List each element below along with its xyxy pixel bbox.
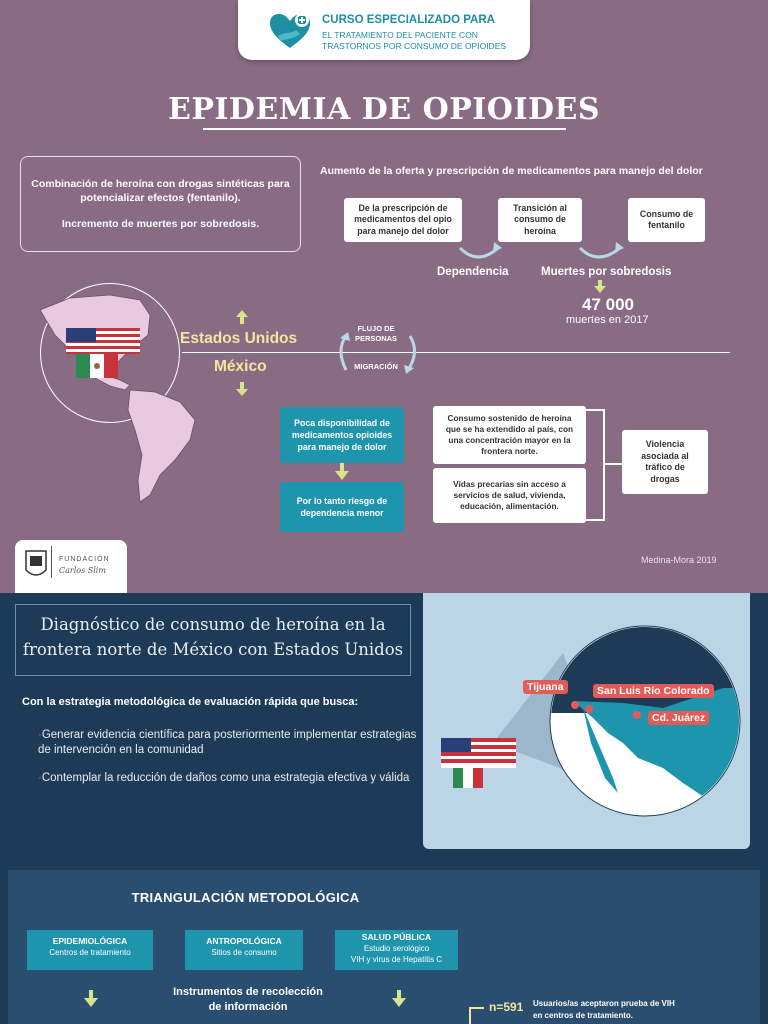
label-dependencia: Dependencia [437, 266, 509, 278]
title-underline [203, 128, 566, 130]
diagnosis-title: Diagnóstico de consumo de heroína en la … [22, 615, 404, 659]
n-value: n=591 [489, 1000, 524, 1014]
border-map-panel: Tijuana San Luis Río Colorado Cd. Juárez [423, 593, 750, 849]
tri-box-epidemiological: EPIDEMIOLÓGICA Centros de tratamiento [27, 930, 153, 970]
mexico-box-availability: Poca disponibilidad de medicamentos opio… [280, 407, 404, 463]
down-arrow-icon [335, 463, 349, 480]
n-description-line-2: en centros de tratamiento. [533, 1011, 634, 1020]
credit-text: Medina-Mora 2019 [641, 555, 717, 565]
tri-box-head: ANTROPOLÓGICA [206, 936, 282, 946]
down-arrow-icon [236, 382, 248, 396]
bullet-dot: · [38, 772, 42, 784]
map-pin-icon [571, 701, 641, 719]
up-arrow-icon [236, 310, 248, 324]
carlos-slim-label: Carlos Slim [59, 566, 106, 575]
violence-box: Violencia asociada al tráfico de drogas [622, 430, 708, 494]
precarious-lives-box: Vidas precarias sin acceso a servicios d… [433, 468, 586, 523]
triangulation-title: TRIANGULACIÓN METODOLÓGICA [131, 890, 360, 905]
down-arrow-icon [392, 990, 406, 1007]
bullet-harm-reduction: ·Contemplar la reducción de daños como u… [38, 771, 418, 786]
badge-line-2: EL TRATAMIENTO DEL PACIENTE CON [322, 30, 478, 40]
tri-box-sub-2: VIH y virus de Hepatitis C [350, 955, 443, 964]
n-description-line-1: Usuarios/as aceptaron prueba de VIH [533, 999, 675, 1008]
us-flag [66, 328, 140, 354]
americas-globe [40, 283, 180, 423]
small-flag-map [441, 738, 516, 788]
fundacion-label: FUNDACIÓN [59, 556, 110, 563]
pin-juarez: Cd. Juárez [648, 711, 710, 725]
mexico-box-risk-text: Por lo tanto riesgo de dependencia menor [296, 496, 388, 518]
tri-box-sub: Sitios de consumo [211, 948, 277, 957]
badge-line-3: TRASTORNOS POR CONSUMO DE OPIOIDES [322, 41, 507, 51]
flow-people-label: FLUJO DE PERSONAS [354, 324, 398, 343]
badge-line-1: CURSO ESPECIALIZADO PARA [322, 14, 495, 26]
heroin-consumption-text: Consumo sostenido de heroína que se ha e… [445, 413, 574, 456]
label-muertes: Muertes por sobredosis [541, 266, 672, 278]
flow-box-heroin-text: Transición al consumo de heroína [513, 202, 567, 236]
bullet-harm-text: Contemplar la reducción de daños como un… [41, 772, 410, 784]
heroin-consumption-box: Consumo sostenido de heroína que se ha e… [433, 406, 586, 464]
flow-box-heroin: Transición al consumo de heroína [498, 198, 582, 242]
precarious-lives-text: Vidas precarias sin acceso a servicios d… [453, 479, 566, 511]
violence-text: Violencia asociada al tráfico de drogas [641, 439, 689, 484]
deaths-number: 47 000 [582, 295, 634, 314]
tri-box-head: SALUD PÚBLICA [361, 932, 432, 942]
flow-box-fentanyl-text: Consumo de fentanilo [639, 208, 694, 231]
logo-box: FUNDACIÓN Carlos Slim [15, 540, 127, 593]
pin-san-luis: San Luis Río Colorado [593, 684, 714, 698]
cycle-arrows-icon [339, 332, 416, 374]
connector-line [469, 1007, 484, 1024]
tri-box-sub: Estudio serológico [363, 944, 430, 953]
supply-title: Aumento de la oferta y prescripción de m… [320, 165, 703, 177]
heart-cross-icon [270, 13, 310, 48]
unam-shield-icon [25, 550, 47, 576]
border-map [441, 625, 741, 817]
mexico-box-risk: Por lo tanto riesgo de dependencia menor [280, 482, 404, 532]
strategy-lead: Con la estrategia metodológica de evalua… [22, 696, 359, 708]
bullet-evidence: ·Generar evidencia científica para poste… [38, 728, 418, 758]
bracket-icon [586, 409, 624, 521]
instruments-label: Instrumentos de recolección de informaci… [173, 986, 323, 1013]
down-arrow-icon [84, 990, 98, 1007]
tri-box-head: EPIDEMIOLÓGICA [52, 936, 128, 946]
mexico-box-availability-text: Poca disponibilidad de medicamentos opio… [291, 418, 393, 452]
tri-box-anthropological: ANTROPOLÓGICA Sitios de consumo [185, 930, 303, 970]
bullet-evidence-text: Generar evidencia científica para poster… [38, 729, 417, 756]
n-description: Usuarios/as aceptaron prueba de VIH en c… [533, 998, 675, 1022]
overdose-increase-text: Incremento de muertes por sobredosis. [61, 218, 260, 230]
border-line [182, 352, 730, 353]
combination-box: Combinación de heroína con drogas sintét… [20, 156, 301, 252]
page-title: EPIDEMIA DE OPIOIDES [167, 92, 601, 127]
flow-arrows-icon [458, 242, 624, 259]
opioid-epidemic-section: CURSO ESPECIALIZADO PARA EL TRATAMIENTO … [0, 0, 768, 593]
tri-box-public-health: SALUD PÚBLICA Estudio serológico VIH y v… [335, 930, 458, 970]
combination-text: Combinación de heroína con drogas sintét… [31, 178, 290, 204]
flow-box-prescription: De la prescripción de medicamentos del o… [344, 198, 462, 242]
migration-label: MIGRACIÓN [354, 362, 398, 371]
mexico-flag [76, 354, 118, 378]
americas-map [39, 294, 196, 503]
country-us: Estados Unidos [180, 330, 298, 347]
tri-box-sub: Centros de tratamiento [49, 948, 131, 957]
country-mexico: México [214, 358, 267, 375]
flow-box-prescription-text: De la prescripción de medicamentos del o… [354, 202, 452, 236]
pin-tijuana: Tijuana [523, 680, 568, 694]
flow-box-fentanyl: Consumo de fentanilo [628, 198, 705, 242]
course-badge: CURSO ESPECIALIZADO PARA EL TRATAMIENTO … [238, 0, 530, 60]
down-arrow-icon [594, 280, 606, 293]
diagnosis-title-box [15, 604, 411, 676]
bullet-dot: · [38, 729, 42, 741]
deaths-caption: muertes en 2017 [566, 314, 649, 326]
